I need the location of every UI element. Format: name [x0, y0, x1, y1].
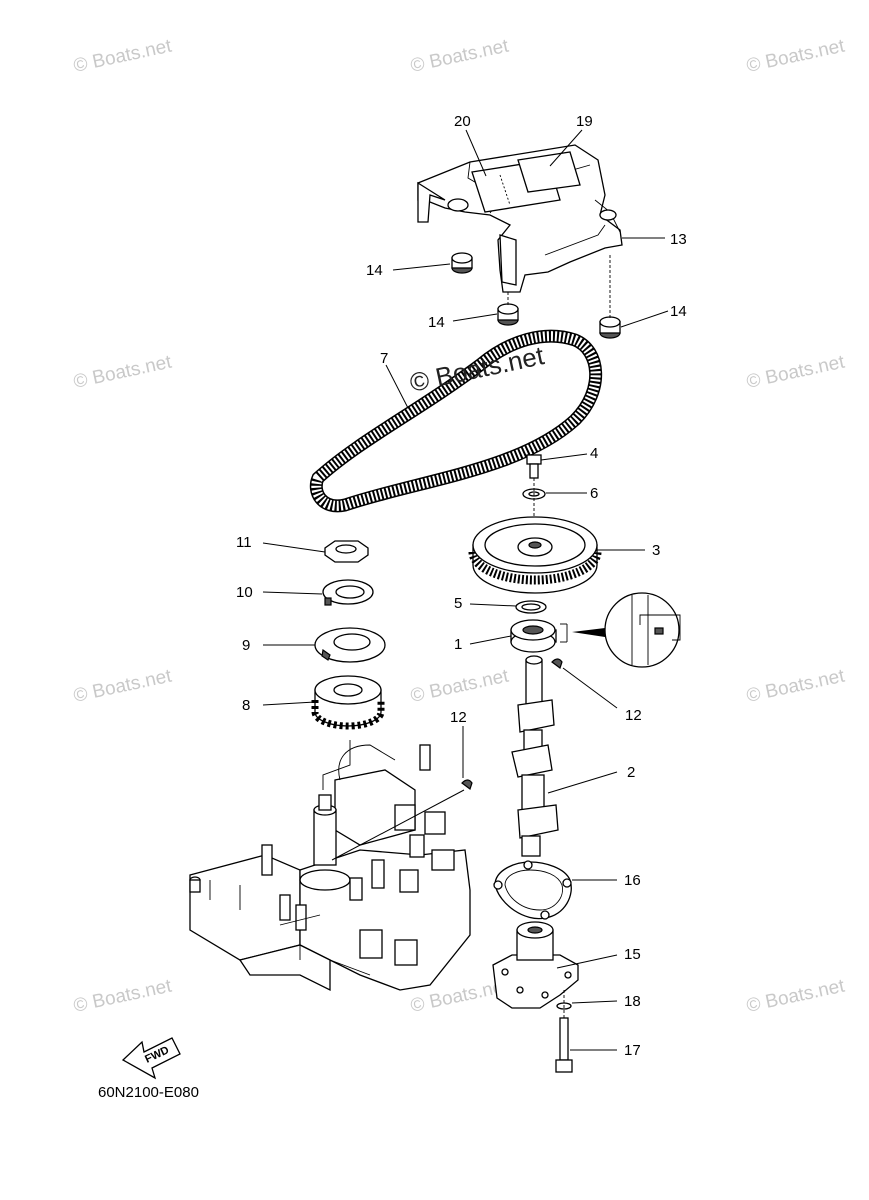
callout-4: 4: [590, 445, 598, 462]
watermark: © Boats.net: [72, 666, 174, 707]
grommet: [599, 316, 621, 339]
callout-14: 14: [670, 303, 687, 320]
callout-19: 19: [576, 113, 593, 130]
callout-9: 9: [242, 637, 250, 654]
leader-lines: [262, 129, 669, 1051]
callout-11: 11: [236, 534, 252, 551]
bolt: [555, 1017, 573, 1073]
woodruff-key: [551, 658, 563, 669]
callout-10: 10: [236, 584, 253, 601]
watermark: © Boats.net: [72, 352, 174, 393]
callout-14: 14: [366, 262, 383, 279]
watermark: © Boats.net: [409, 666, 511, 707]
watermark: © Boats.net: [745, 352, 847, 393]
callout-18: 18: [624, 993, 641, 1010]
watermark: © Boats.net: [745, 976, 847, 1017]
callout-1: 1: [454, 636, 462, 653]
callout-17: 17: [624, 1042, 641, 1059]
watermark: © Boats.net: [72, 976, 174, 1017]
watermark: © Boats.net: [745, 36, 847, 77]
callout-labels: 20 19 13 14 14 14 7 4 6 3 11 10 9 8 5 1 …: [236, 113, 687, 1059]
watermark-center: © Boats.net: [407, 340, 547, 398]
oil-seal-detail-inset: [560, 592, 681, 668]
grommet: [497, 303, 519, 326]
bolt: [526, 454, 542, 479]
cylinder-block: [189, 744, 471, 992]
callout-8: 8: [242, 697, 250, 714]
callout-5: 5: [454, 595, 462, 612]
timing-cover-label-19: [517, 151, 581, 193]
camshaft-pulley: [468, 516, 602, 594]
callout-15: 15: [624, 946, 641, 963]
callout-12: 12: [450, 709, 467, 726]
plate: [314, 627, 386, 663]
camshaft: [511, 655, 559, 857]
crankshaft-pulley: [311, 675, 385, 730]
forward-arrow-icon: FWD: [121, 1037, 181, 1080]
watermark: © Boats.net: [72, 36, 174, 77]
woodruff-key: [461, 779, 473, 790]
o-ring: [515, 600, 547, 614]
diagram-code: 60N2100-E080: [98, 1084, 199, 1101]
nut: [324, 540, 369, 563]
callout-3: 3: [652, 542, 660, 559]
callout-7: 7: [380, 350, 388, 367]
grommet: [451, 252, 473, 274]
callout-13: 13: [670, 231, 687, 248]
callout-20: 20: [454, 113, 471, 130]
gasket: [493, 860, 572, 920]
callout-2: 2: [627, 764, 635, 781]
callout-12: 12: [625, 707, 642, 724]
callout-6: 6: [590, 485, 598, 502]
oil-seal: [510, 619, 557, 653]
oil-pump: [492, 921, 579, 1009]
watermark: © Boats.net: [745, 666, 847, 707]
callout-14: 14: [428, 314, 445, 331]
timing-belt: [309, 329, 603, 513]
callout-16: 16: [624, 872, 641, 889]
watermark: © Boats.net: [409, 36, 511, 77]
lock-washer: [322, 579, 374, 606]
